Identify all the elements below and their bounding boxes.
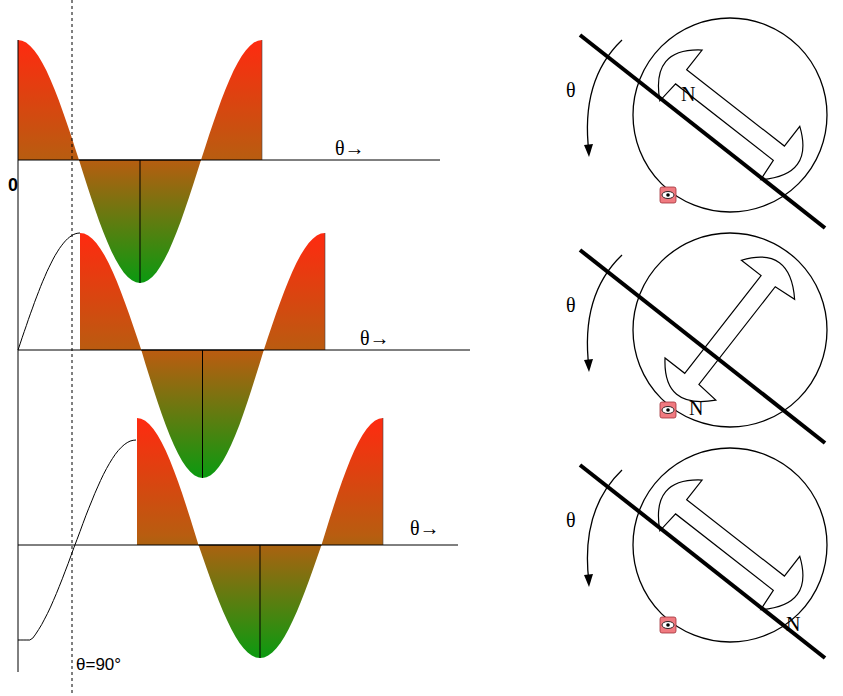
arrow-head bbox=[584, 144, 593, 157]
rotor-magnet bbox=[652, 243, 807, 415]
rotation-label: θ bbox=[566, 510, 576, 530]
observer-eye-icon bbox=[666, 408, 670, 412]
rotation-label: θ bbox=[566, 80, 576, 100]
rotor-magnet bbox=[644, 467, 816, 622]
axis-line bbox=[580, 250, 825, 443]
vertical-axis bbox=[18, 40, 19, 672]
north-pole-label: N bbox=[681, 84, 695, 104]
axis-label: θ→ bbox=[335, 138, 365, 158]
rotor-magnet bbox=[644, 37, 816, 192]
rotation-arrow bbox=[587, 255, 622, 368]
trough-marker bbox=[202, 350, 203, 478]
dashed-marker bbox=[72, 0, 73, 696]
waveform-edge bbox=[325, 233, 326, 350]
observer-eye-icon bbox=[662, 622, 674, 629]
axis-line bbox=[580, 35, 825, 228]
arrow-head bbox=[584, 574, 593, 587]
observer-eye-icon bbox=[662, 407, 674, 414]
observer-eye-icon bbox=[660, 187, 676, 203]
rotation-label: θ bbox=[566, 295, 576, 315]
observer-eye-icon bbox=[666, 193, 670, 197]
trough-marker bbox=[260, 545, 261, 658]
baseline bbox=[18, 160, 440, 161]
observer-eye-icon bbox=[666, 623, 670, 627]
flux-waveform bbox=[18, 40, 262, 283]
stator-circle bbox=[633, 233, 827, 427]
north-pole-label: N bbox=[786, 614, 800, 634]
axis-label: θ→ bbox=[360, 328, 390, 348]
axis-line bbox=[580, 465, 825, 658]
axis-label: θ→ bbox=[410, 518, 440, 538]
observer-eye-icon bbox=[660, 617, 676, 633]
angle-marker-label: θ=90° bbox=[76, 656, 121, 673]
rotation-arrow bbox=[587, 40, 622, 153]
lead-in-curve bbox=[18, 233, 80, 350]
flux-waveform bbox=[80, 233, 325, 478]
rotation-arrow bbox=[587, 470, 622, 583]
rotor-magnet bbox=[644, 37, 816, 192]
rotor-magnet bbox=[644, 467, 816, 622]
stator-circle bbox=[633, 448, 827, 642]
stator-circle bbox=[633, 18, 827, 212]
trough-marker bbox=[140, 160, 141, 283]
baseline bbox=[18, 545, 458, 546]
arrow-head bbox=[584, 359, 593, 372]
waveform-edge bbox=[383, 418, 384, 545]
origin-label: 0 bbox=[8, 176, 18, 194]
baseline bbox=[18, 350, 470, 351]
lead-in-curve bbox=[18, 440, 136, 640]
north-pole-label: N bbox=[689, 398, 703, 418]
rotor-magnet bbox=[652, 243, 807, 415]
flux-waveform bbox=[137, 418, 383, 658]
observer-eye-icon bbox=[662, 192, 674, 199]
observer-eye-icon bbox=[660, 402, 676, 418]
waveform-edge bbox=[262, 40, 263, 160]
